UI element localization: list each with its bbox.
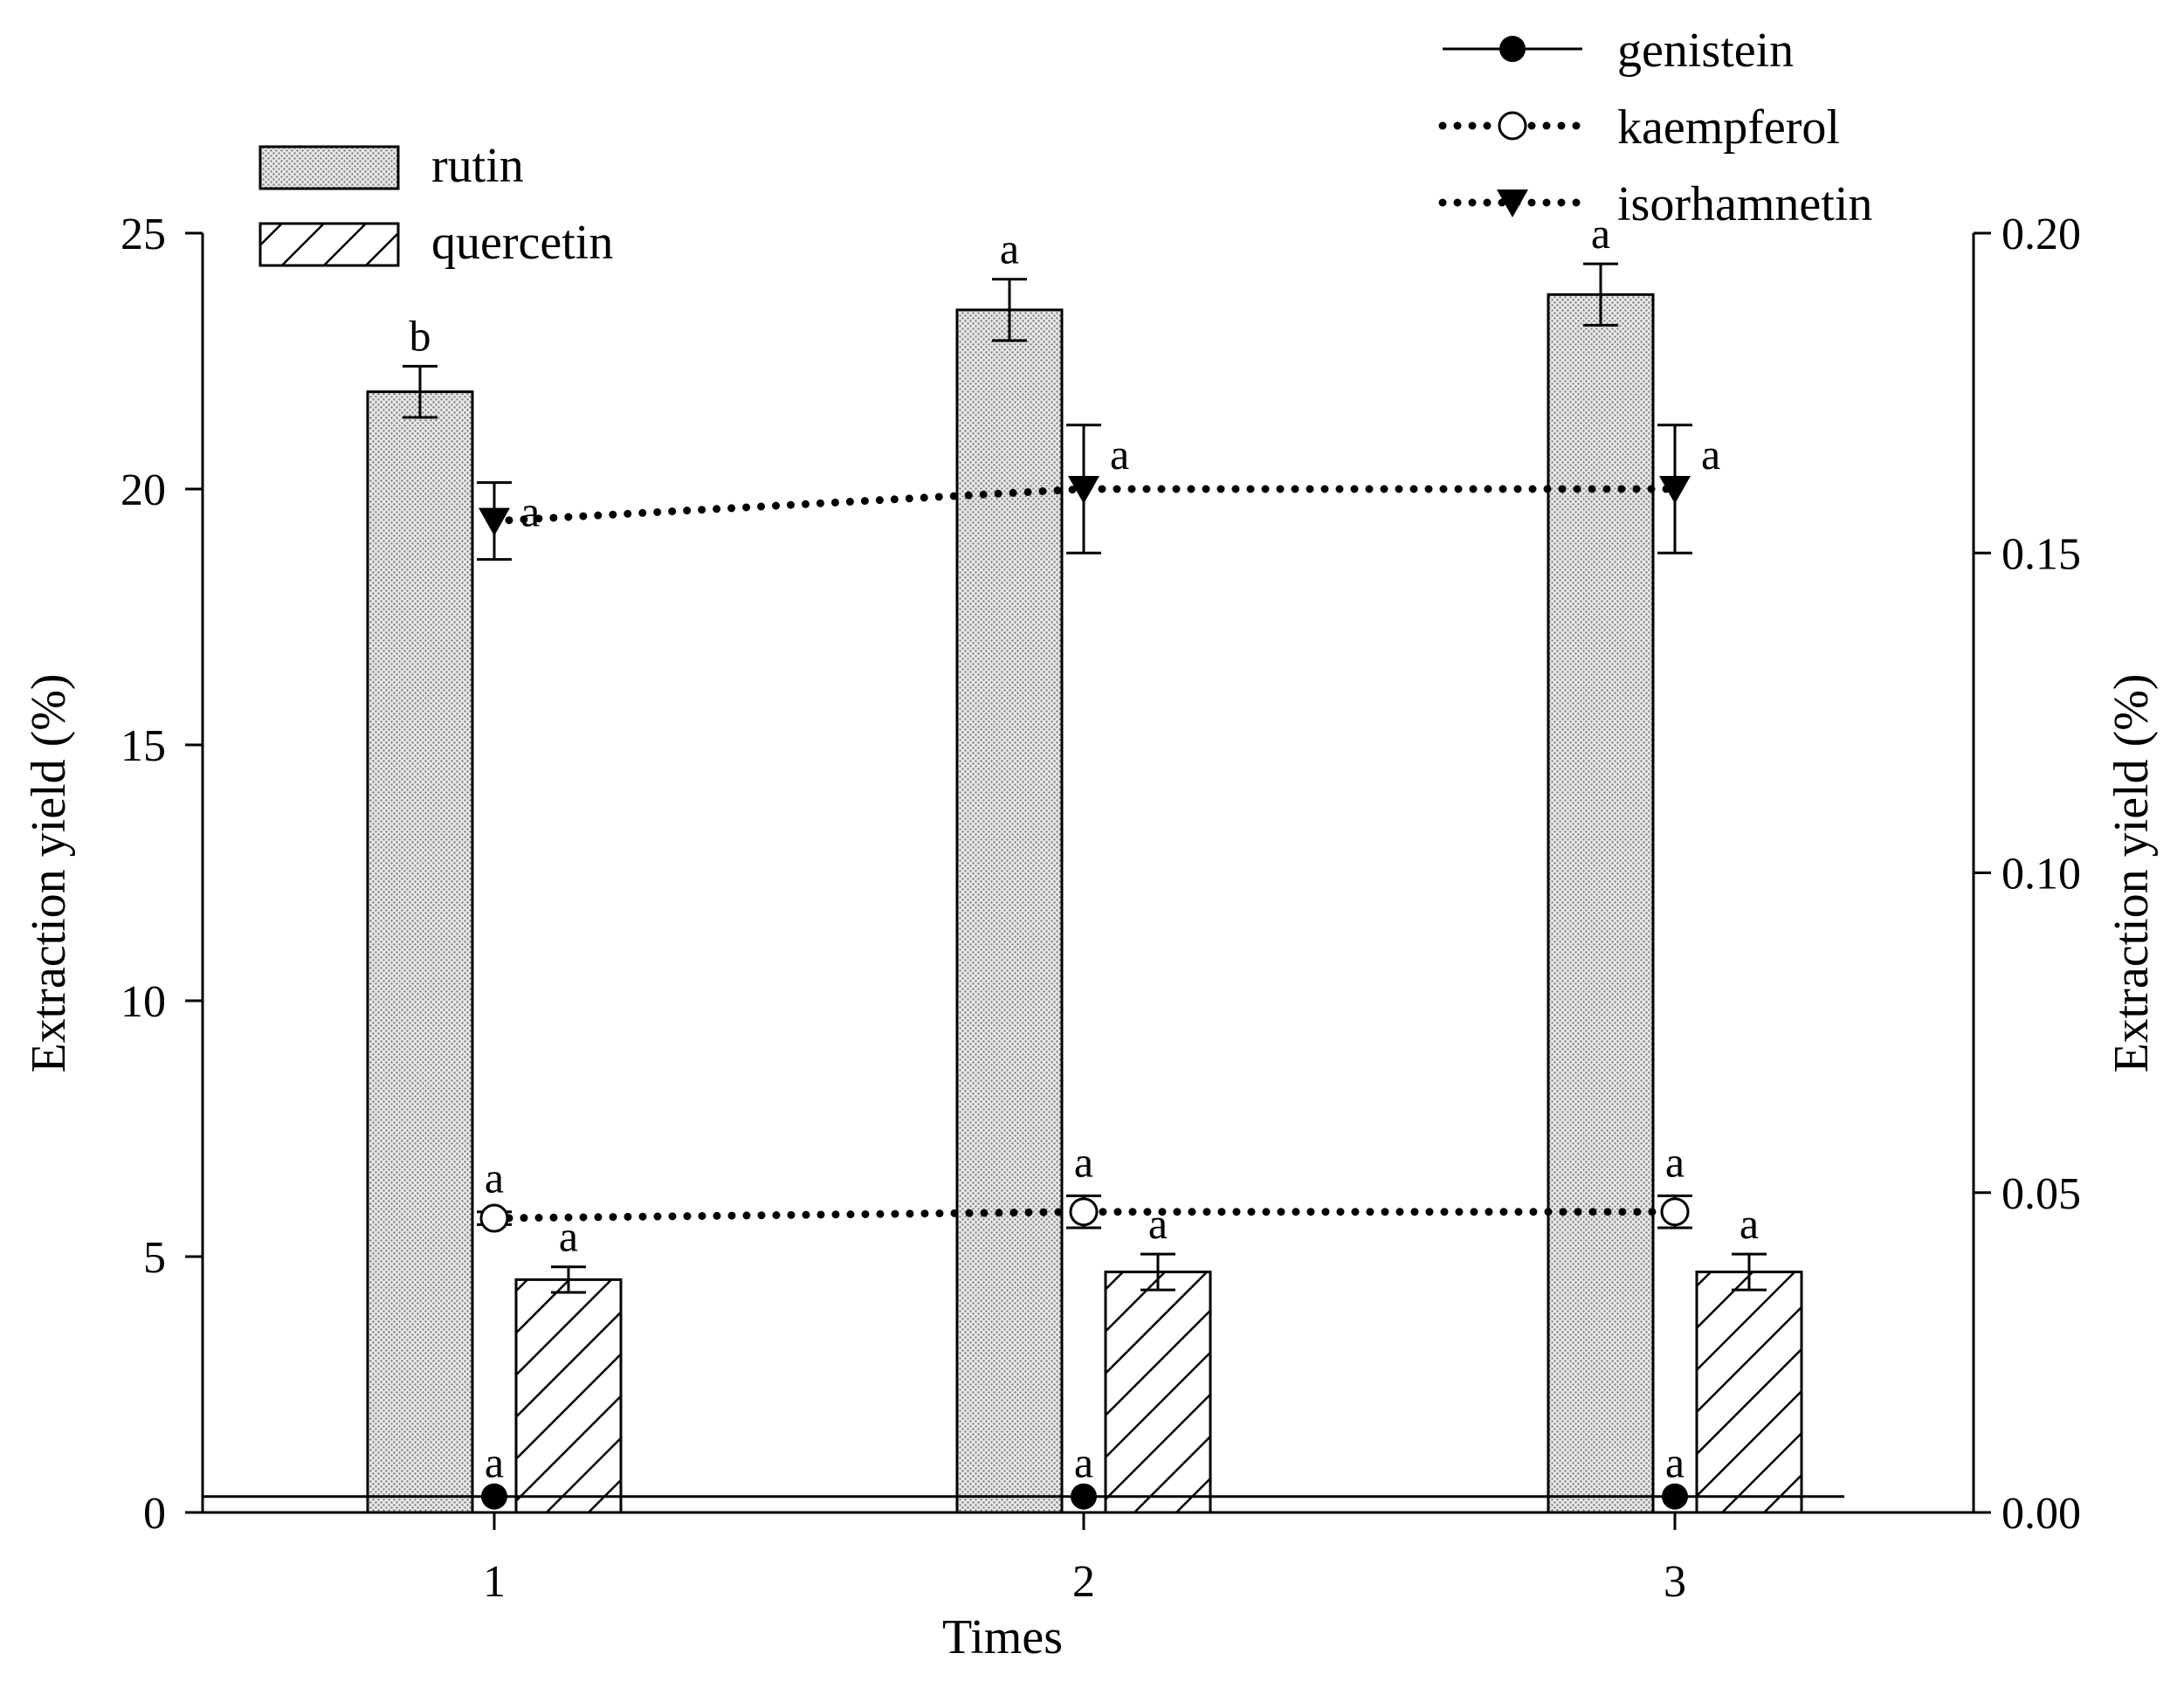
quercetin-error-bar: [1140, 1252, 1175, 1292]
quercetin-significance-label: a: [1740, 1199, 1759, 1248]
y2-axis-title: Extraction yield (%): [2105, 673, 2159, 1072]
y-tick-label: 0: [143, 1489, 166, 1539]
genistein-legend-marker: [1499, 36, 1526, 62]
rutin-significance-label: b: [410, 311, 431, 360]
kaempferol-point: [1660, 1197, 1690, 1227]
isorhamnetin-legend-marker: [1497, 189, 1528, 217]
quercetin-error-bar: [551, 1265, 586, 1294]
isorhamnetin-point: [479, 507, 510, 536]
rutin-error-bar: [992, 278, 1027, 342]
rutin-bar: [955, 308, 1064, 1514]
kaempferol-significance-label: a: [485, 1154, 504, 1202]
genistein-point: [1071, 1483, 1097, 1510]
kaempferol-significance-label: a: [1074, 1137, 1093, 1186]
y2-tick-label: 0.10: [2001, 850, 2081, 899]
kaempferol-point: [479, 1203, 509, 1233]
genistein-point: [1662, 1483, 1688, 1510]
rutin-significance-label: a: [1000, 224, 1019, 273]
y-tick-label: 20: [121, 465, 166, 515]
kaempferol-point: [1069, 1197, 1099, 1227]
quercetin-significance-label: a: [559, 1212, 578, 1261]
x-tick-label: 1: [483, 1557, 506, 1607]
rutin-legend-label: rutin: [431, 139, 524, 193]
isorhamnetin-significance-label: a: [1110, 430, 1129, 479]
kaempferol-legend-marker: [1498, 111, 1527, 141]
isorhamnetin-significance-label: a: [520, 487, 540, 536]
quercetin-legend-label: quercetin: [431, 216, 613, 270]
quercetin-legend-swatch: [258, 222, 400, 267]
isorhamnetin-legend-label: isorhamnetin: [1617, 177, 1872, 231]
genistein-point: [481, 1483, 507, 1510]
quercetin-bar: [1695, 1271, 1803, 1514]
genistein-significance-label: a: [485, 1438, 504, 1487]
rutin-error-bar: [1583, 262, 1618, 327]
rutin-significance-label: a: [1591, 209, 1610, 258]
isorhamnetin-point: [1068, 476, 1099, 504]
isorhamnetin-point: [1659, 476, 1691, 504]
rutin-legend-swatch: [258, 145, 400, 190]
quercetin-bar: [514, 1278, 623, 1514]
y2-tick-label: 0.15: [2001, 529, 2081, 579]
quercetin-bar: [1104, 1271, 1212, 1514]
genistein-significance-label: a: [1665, 1438, 1685, 1487]
y-tick-label: 5: [143, 1233, 166, 1283]
x-tick-label: 3: [1664, 1557, 1686, 1607]
y-tick-label: 25: [121, 210, 166, 259]
kaempferol-significance-label: a: [1665, 1137, 1685, 1186]
quercetin-significance-label: a: [1148, 1199, 1168, 1248]
y2-tick-label: 0.00: [2001, 1489, 2081, 1539]
kaempferol-legend-label: kaempferol: [1617, 100, 1840, 155]
y2-tick-label: 0.05: [2001, 1169, 2081, 1219]
y-tick-label: 10: [121, 977, 166, 1027]
rutin-bar: [366, 390, 474, 1514]
genistein-legend-label: genistein: [1617, 24, 1794, 78]
y2-tick-label: 0.20: [2001, 210, 2081, 259]
quercetin-error-bar: [1732, 1252, 1767, 1292]
genistein-significance-label: a: [1074, 1438, 1093, 1487]
isorhamnetin-significance-label: a: [1701, 430, 1720, 479]
rutin-bar: [1547, 293, 1655, 1514]
kaempferol-line: [490, 1208, 1679, 1223]
rutin-error-bar: [403, 364, 437, 419]
x-tick-label: 2: [1072, 1557, 1095, 1607]
x-axis-title: Times: [942, 1610, 1063, 1664]
y-axis-title: Extraction yield (%): [22, 673, 76, 1072]
y-tick-label: 15: [121, 721, 166, 771]
